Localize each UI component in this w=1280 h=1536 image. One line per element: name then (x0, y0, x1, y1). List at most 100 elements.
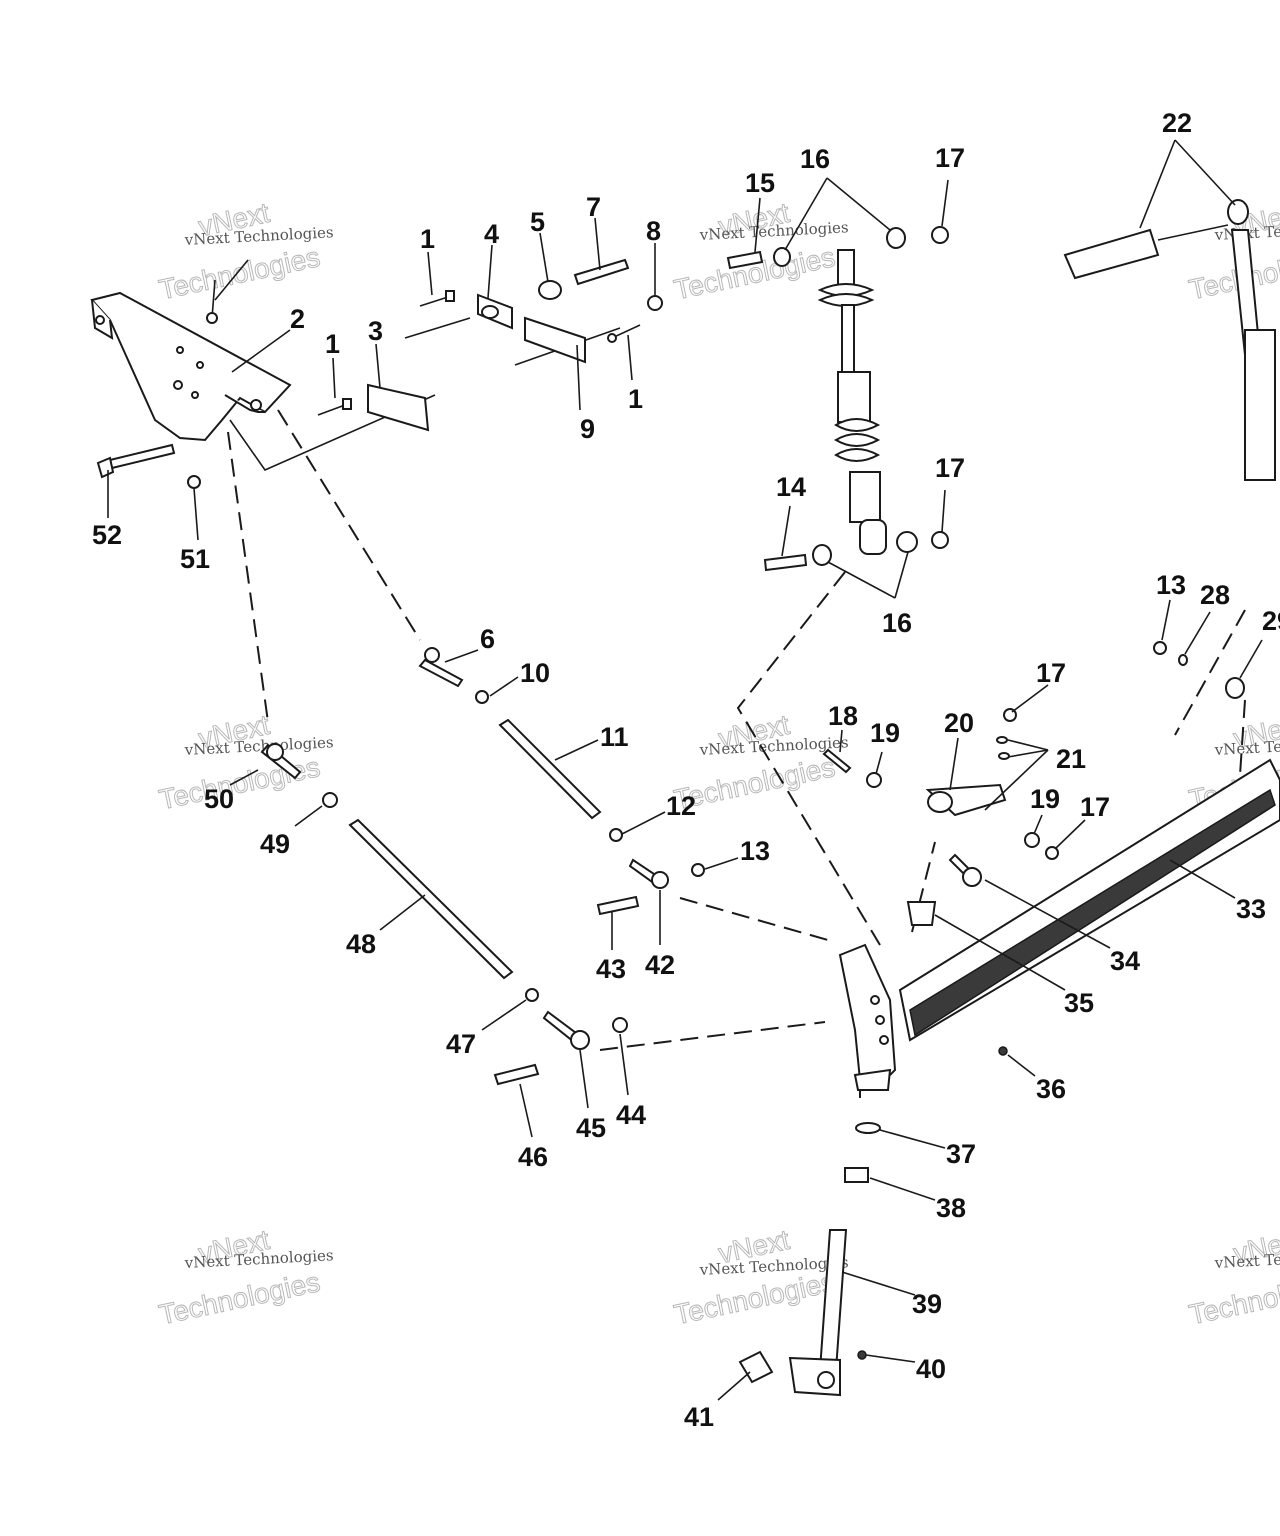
callout-48: 48 (346, 929, 376, 959)
callout-21: 21 (1056, 744, 1086, 774)
plate-9 (524, 316, 586, 364)
leader-line (875, 751, 883, 775)
plate-3 (367, 383, 430, 432)
bearing-29 (1225, 677, 1245, 699)
leader-line (554, 739, 599, 761)
assembly-line (599, 1021, 826, 1051)
bushing-35 (906, 901, 937, 926)
leader-line (231, 329, 291, 373)
callout-6: 6 (480, 624, 495, 654)
leader-line (839, 729, 843, 753)
callout-36: 36 (1036, 1074, 1066, 1104)
assembly-line (404, 317, 471, 339)
bushing-16 (773, 247, 791, 267)
steering-arm-20 (925, 783, 1007, 817)
leader-line (1169, 859, 1236, 899)
bushing-5 (538, 280, 562, 300)
leader-line (841, 1271, 916, 1296)
leader-line (784, 177, 828, 251)
callout-34: 34 (1110, 946, 1140, 976)
set-screw-36 (998, 1046, 1008, 1056)
callout-19: 19 (1030, 784, 1060, 814)
washer-19 (1024, 832, 1040, 848)
callout-15: 15 (745, 168, 775, 198)
leader-line (619, 1033, 629, 1096)
leader-line (781, 505, 791, 557)
nut-13 (691, 863, 705, 877)
callout-19: 19 (870, 718, 900, 748)
nut-17 (931, 226, 949, 244)
leader-line (984, 749, 1049, 811)
assembly-line (1174, 609, 1246, 736)
callout-17: 17 (935, 143, 965, 173)
assembly-line (227, 431, 269, 723)
pin-21 (996, 736, 1008, 744)
leader-line (1007, 1054, 1036, 1077)
callout-16: 16 (882, 608, 912, 638)
leader-line (1174, 139, 1236, 206)
leader-line (1055, 819, 1086, 849)
leader-line (594, 217, 601, 271)
leader-line (941, 489, 946, 533)
callout-17: 17 (935, 453, 965, 483)
bushing-16 (812, 544, 832, 566)
assembly-line (229, 394, 436, 471)
callout-11: 11 (600, 722, 629, 752)
leader-line (519, 1083, 533, 1138)
tie-rod-end-6 (418, 658, 464, 688)
leader-line (1033, 814, 1043, 835)
leader-line (627, 334, 633, 381)
leader-line (229, 769, 259, 786)
leader-line (894, 551, 909, 599)
leader-line (214, 259, 249, 301)
nut-17 (1045, 846, 1059, 860)
pin-21 (998, 752, 1010, 760)
leader-line (379, 894, 426, 931)
bolt-7 (573, 258, 630, 286)
bushing-16 (896, 531, 918, 553)
bolt-18 (822, 748, 852, 774)
callout-8: 8 (646, 216, 661, 246)
callout-29: 29 (1262, 606, 1280, 636)
bolt-52 (96, 443, 176, 479)
callout-1: 1 (325, 329, 340, 359)
callout-16: 16 (800, 144, 830, 174)
leader-line (332, 357, 336, 399)
shaft-48 (348, 818, 514, 980)
leader-lines (107, 139, 1263, 1401)
callout-13: 13 (1156, 570, 1186, 600)
callout-1: 1 (628, 384, 643, 414)
leader-line (576, 344, 581, 411)
watermark-bottom-left: vNext vNext Technologies Technologies (156, 1223, 334, 1330)
callout-13: 13 (740, 836, 770, 866)
leader-line (579, 1049, 589, 1109)
callout-52: 52 (92, 520, 122, 550)
callout-51: 51 (180, 544, 210, 574)
assembly-line (1239, 699, 1246, 776)
bolt-1-right (607, 324, 641, 343)
callout-46: 46 (518, 1142, 548, 1172)
callout-40: 40 (916, 1354, 946, 1384)
leader-line (444, 649, 479, 663)
shock-absorber-front (817, 249, 887, 555)
assembly-lines (227, 317, 1246, 1100)
washer-28 (1178, 654, 1188, 666)
nut-51 (187, 475, 201, 489)
nut-8 (647, 295, 663, 311)
shaft-11 (498, 718, 602, 820)
callout-18: 18 (828, 701, 858, 731)
callout-7: 7 (586, 192, 601, 222)
tie-rod-end-50 (266, 743, 284, 761)
watermark-big: Technologies (156, 751, 322, 815)
leader-line (704, 857, 739, 870)
leader-line (869, 1177, 936, 1201)
callout-3: 3 (368, 316, 383, 346)
tie-rod-end-34 (948, 853, 982, 887)
callout-49: 49 (260, 829, 290, 859)
leader-line (487, 244, 493, 299)
callout-17: 17 (1036, 658, 1066, 688)
washer-37 (855, 1122, 881, 1134)
callout-35: 35 (1064, 988, 1094, 1018)
rail-33 (898, 758, 1280, 1042)
